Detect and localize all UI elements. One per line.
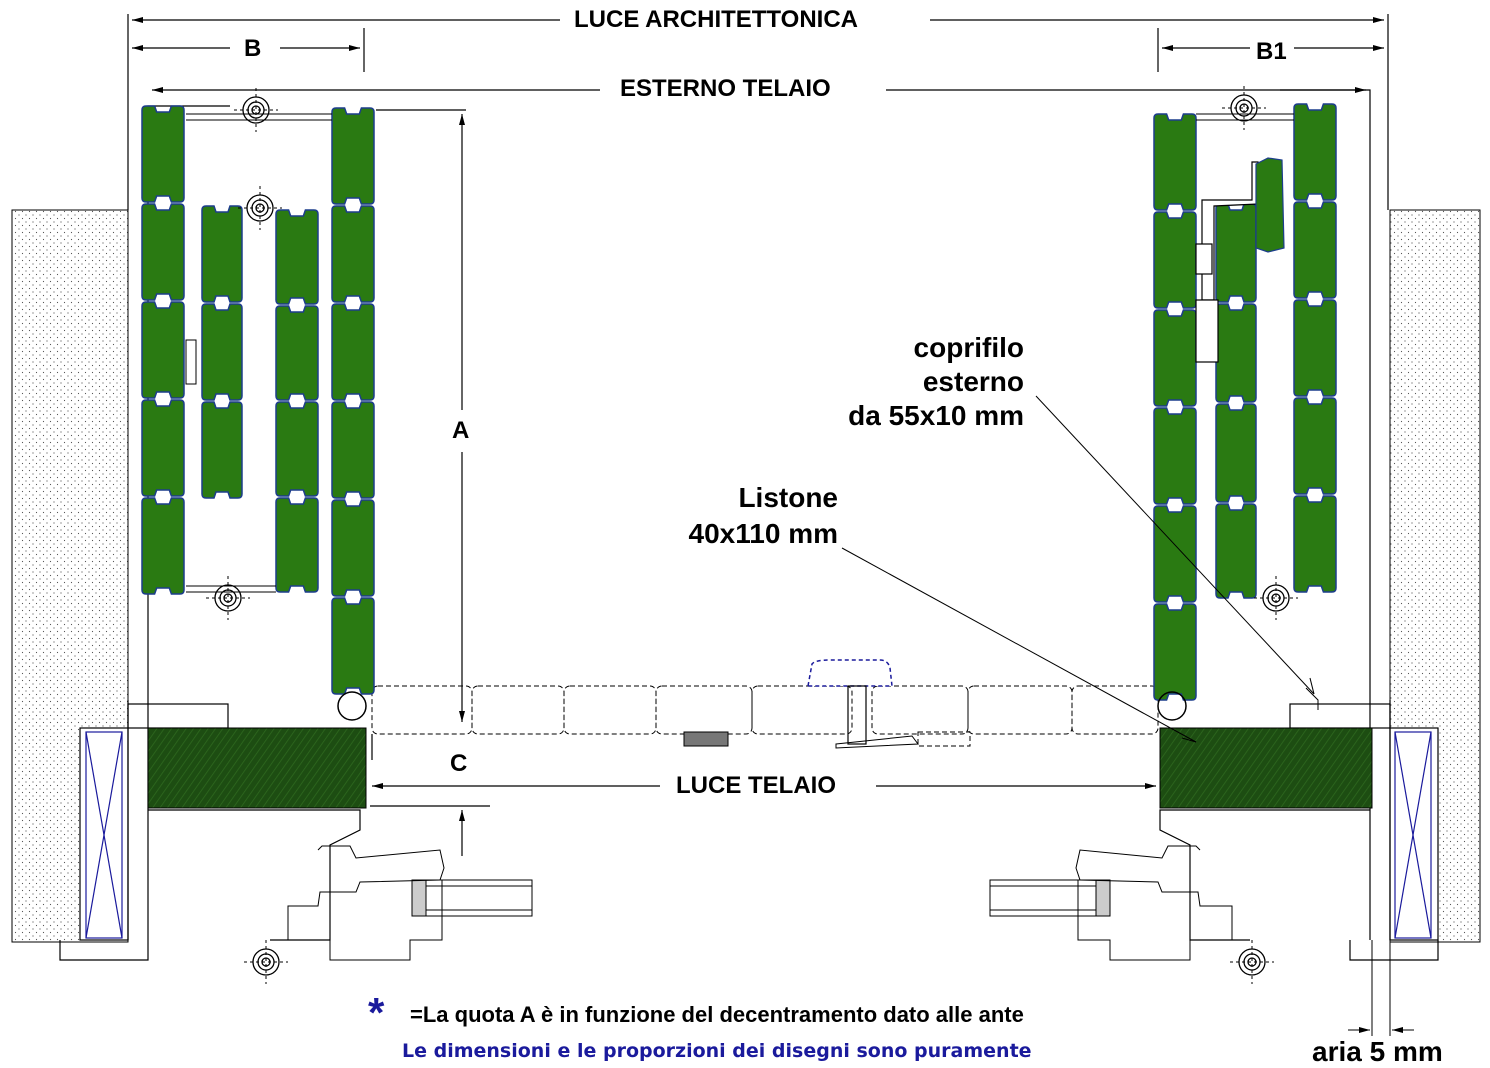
left-col3-slat-2 [275, 305, 319, 401]
label-luce-telaio: LUCE TELAIO [672, 774, 840, 798]
left-col4-slat-2 [331, 205, 375, 303]
left-col1-slat-4 [141, 399, 185, 497]
right-col2-slat-2 [1215, 303, 1257, 403]
screw-left-mid [238, 186, 282, 230]
shutter-slats [141, 103, 1337, 701]
left-col2-slat-3 [201, 401, 243, 499]
right-col1-slat-5 [1153, 505, 1197, 603]
leader-lines [841, 395, 1315, 743]
left-col4-slat-3 [331, 303, 375, 401]
note-quota-a: =La quota A è in funzione del decentrame… [410, 1002, 1024, 1027]
hinge-rings [337, 691, 1187, 721]
left-col3-slat-1 [275, 209, 319, 305]
left-col2-slat-1 [201, 205, 243, 303]
right-col1-slat-6 [1153, 603, 1197, 701]
counterframe-right [1389, 727, 1439, 941]
right-col1-slat-4 [1153, 407, 1197, 505]
dim-b [132, 28, 365, 72]
screw-left-top [234, 88, 278, 132]
left-col4-slat-6 [331, 597, 375, 695]
hinge-left-small [185, 339, 197, 385]
left-col1-slat-5 [141, 497, 185, 595]
label-esterno-telaio: ESTERNO TELAIO [616, 77, 835, 101]
center-lock-hardware [683, 659, 919, 749]
right-col1-slat-1 [1153, 113, 1197, 211]
label-aria: aria 5 mm [1312, 1036, 1443, 1067]
left-col2-slat-2 [201, 303, 243, 401]
callout-listone-line1: Listone [738, 482, 838, 513]
callout-listone-line2: 40x110 mm [688, 518, 838, 549]
dim-c [370, 734, 490, 856]
callout-coprifilo-line3: da 55x10 mm [848, 400, 1024, 431]
screw-right-bottom [1254, 576, 1298, 620]
dim-aria [1348, 940, 1414, 1036]
label-luce-architettonica: LUCE ARCHITETTONICA [570, 8, 862, 32]
right-col3-slat-3 [1293, 299, 1337, 397]
window-glass-left [287, 845, 533, 961]
left-col3-slat-4 [275, 497, 319, 593]
dashed-hardware-right [1305, 687, 1319, 710]
window-glass-right [989, 845, 1233, 961]
label-c: C [450, 750, 468, 777]
right-col3-slat-1 [1293, 103, 1337, 201]
screw-right-top [1222, 86, 1266, 130]
left-col1-slat-2 [141, 203, 185, 301]
dim-b1 [1157, 28, 1384, 72]
asterisk-symbol: * [368, 989, 385, 1036]
right-col3-slat-5 [1293, 495, 1337, 593]
left-col1-slat-1 [141, 105, 185, 203]
left-col4-slat-4 [331, 401, 375, 499]
right-col2-slat-3 [1215, 403, 1257, 503]
left-col4-slat-5 [331, 499, 375, 597]
screw-bottom-right [1230, 940, 1274, 984]
closed-shutter-dashed [371, 685, 1159, 747]
label-b: B [244, 35, 262, 62]
right-col2-slat-1 [1215, 203, 1257, 303]
right-col3-slat-4 [1293, 397, 1337, 495]
hinge-rods [186, 113, 1294, 593]
callout-coprifilo-line1: coprifilo [913, 332, 1024, 363]
left-col4-slat-1 [331, 107, 375, 205]
hinge-bracket-right [1195, 157, 1285, 363]
counterframe-left [79, 727, 129, 941]
screw-bottom-left [244, 940, 288, 984]
left-col1-slat-3 [141, 301, 185, 399]
right-col2-slat-4 [1215, 503, 1257, 599]
callout-coprifilo-line2: esterno [922, 366, 1024, 397]
right-col3-slat-2 [1293, 201, 1337, 299]
label-b1: B1 [1256, 38, 1287, 65]
dim-a [376, 109, 466, 722]
dim-luce-architettonica [127, 14, 1389, 210]
right-col1-slat-2 [1153, 211, 1197, 309]
right-col1-slat-3 [1153, 309, 1197, 407]
left-col3-slat-3 [275, 401, 319, 497]
screw-left-bottom [206, 576, 250, 620]
label-a: A [452, 417, 470, 444]
listone-block-left [147, 727, 367, 809]
note-disclaimer: Le dimensioni e le proporzioni dei diseg… [402, 1040, 1032, 1062]
